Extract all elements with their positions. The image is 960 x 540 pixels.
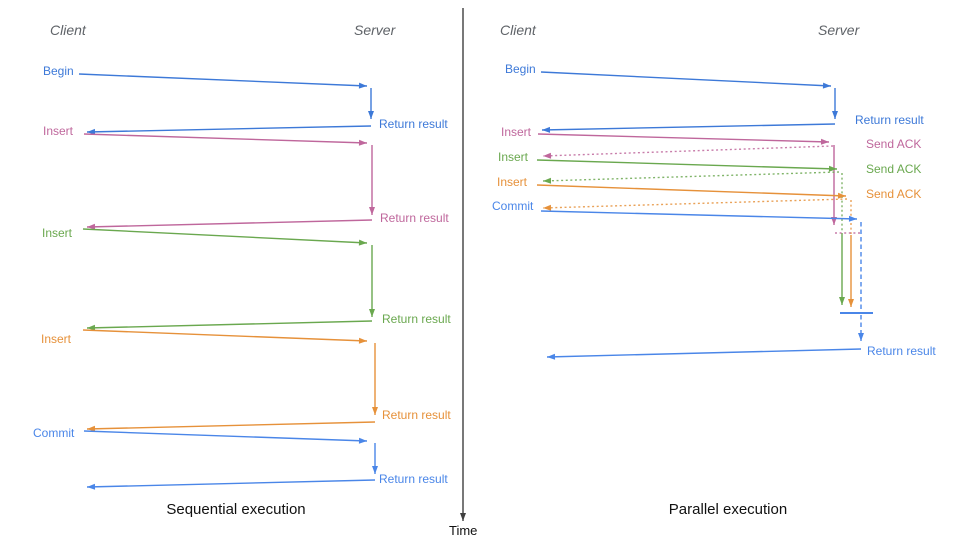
seq-begin-request — [78, 73, 368, 89]
par-insert3-label: Insert — [497, 175, 528, 189]
par-insert1-processing — [831, 145, 837, 225]
seq-insert2-request — [82, 228, 368, 246]
par-commit-label: Commit — [492, 199, 534, 213]
par-begin-request — [540, 71, 832, 89]
seq-commit-request — [83, 430, 368, 444]
seq-insert3-processing — [372, 343, 378, 415]
seq-insert2-processing — [369, 245, 375, 317]
par-insert2-ack — [542, 171, 840, 184]
seq-return4-label: Return result — [382, 408, 451, 422]
seq-insert3-return — [86, 421, 376, 432]
seq-begin-label: Begin — [43, 64, 74, 78]
par-insert2-label: Insert — [498, 150, 529, 164]
par-commit-return — [546, 348, 862, 360]
seq-commit-label: Commit — [33, 426, 75, 440]
seq-insert1-request — [83, 133, 368, 146]
seq-return2-label: Return result — [380, 211, 449, 225]
seq-return5-label: Return result — [379, 472, 448, 486]
seq-insert3-request — [82, 329, 368, 344]
par-return2-label: Return result — [867, 344, 936, 358]
seq-insert1-label: Insert — [43, 124, 74, 138]
seq-insert2-return — [86, 320, 373, 331]
sequential-execution-caption: Sequential execution — [166, 501, 306, 518]
left-server-header: Server — [354, 22, 396, 38]
par-commit-request — [540, 210, 858, 222]
time-axis-line — [460, 8, 466, 521]
seq-insert1-processing — [369, 145, 375, 215]
par-begin-label: Begin — [505, 62, 536, 76]
parallel-execution-caption: Parallel execution — [668, 501, 788, 518]
seq-return1-label: Return result — [379, 117, 448, 131]
seq-begin-processing — [368, 88, 374, 119]
time-axis-label: Time — [449, 523, 478, 538]
par-insert2-processing — [839, 233, 845, 305]
seq-insert2-label: Insert — [42, 226, 73, 240]
right-client-header: Client — [500, 22, 536, 38]
left-client-header: Client — [50, 22, 86, 38]
par-insert3-processing — [848, 235, 854, 307]
seq-commit-processing — [372, 443, 378, 474]
par-ack3-label: Send ACK — [866, 187, 922, 201]
par-insert1-ack — [542, 145, 834, 159]
par-insert1-request — [537, 133, 830, 145]
par-begin-processing — [832, 88, 838, 119]
par-insert1-label: Insert — [501, 125, 532, 139]
par-return1-label: Return result — [855, 113, 924, 127]
par-ack1-label: Send ACK — [866, 137, 922, 151]
seq-return3-label: Return result — [382, 312, 451, 326]
par-commit-processing — [858, 315, 864, 341]
seq-begin-return — [86, 125, 372, 135]
par-insert2-request — [536, 159, 838, 172]
right-server-header: Server — [818, 22, 860, 38]
seq-insert3-label: Insert — [41, 332, 72, 346]
par-ack2-label: Send ACK — [866, 162, 922, 176]
seq-insert1-return — [86, 219, 373, 230]
par-begin-return — [541, 123, 836, 133]
par-insert3-request — [536, 184, 847, 199]
par-insert3-ack — [542, 198, 848, 211]
seq-commit-return — [86, 479, 376, 490]
